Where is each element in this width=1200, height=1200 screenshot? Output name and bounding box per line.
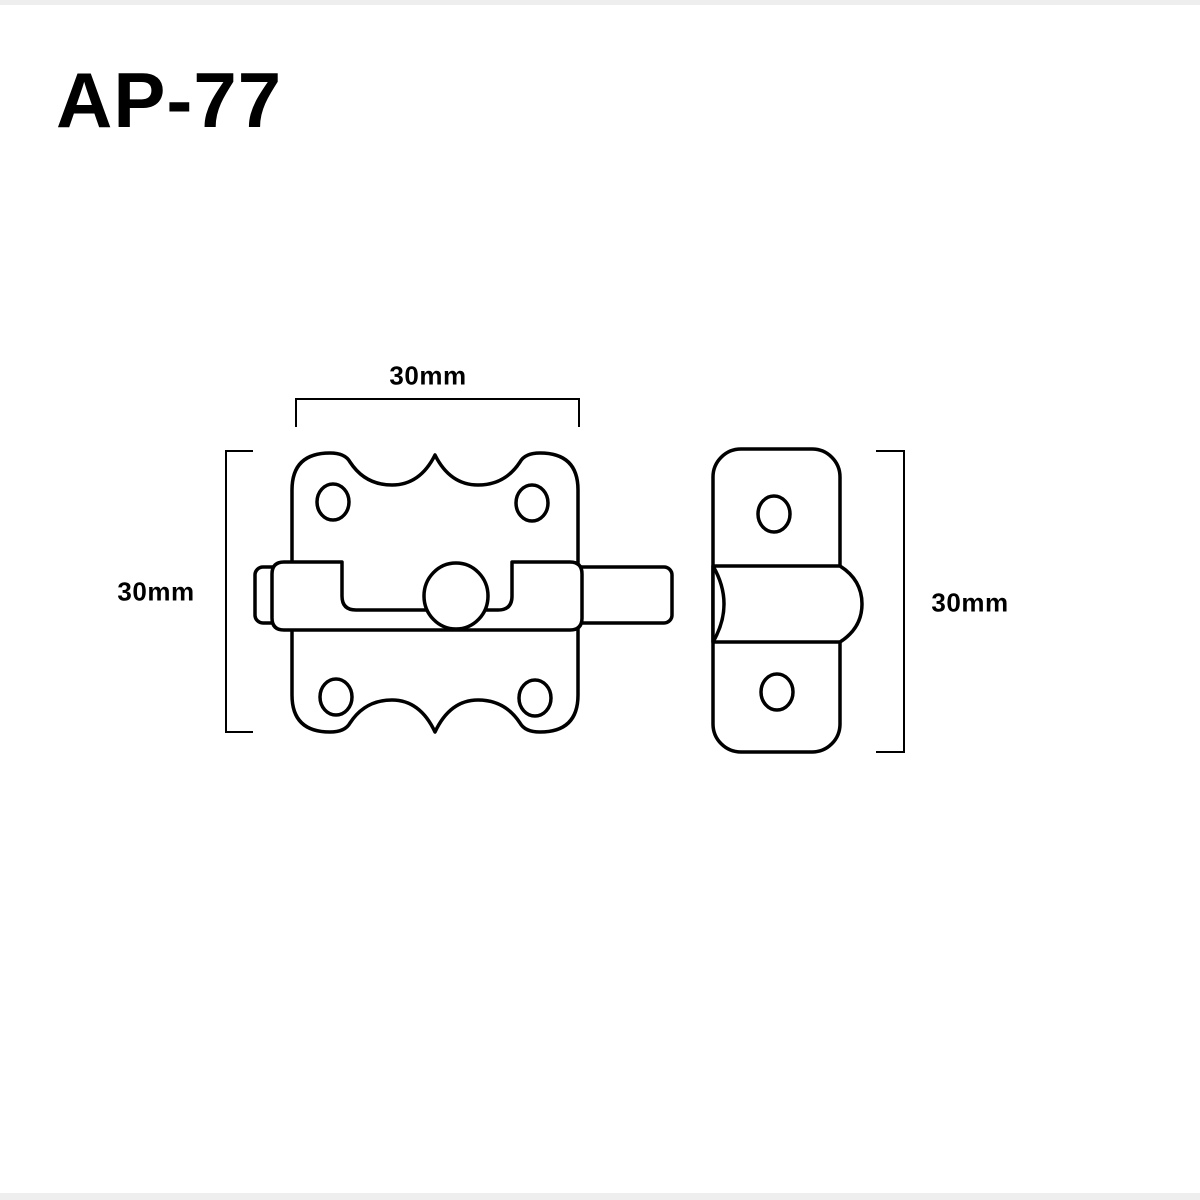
plate-height-dimension-bracket xyxy=(225,450,253,733)
screw-hole xyxy=(517,678,553,718)
top-border-band xyxy=(0,0,1200,5)
product-title: AP-77 xyxy=(56,56,283,144)
keeper-screw-hole xyxy=(759,672,795,712)
keeper-height-dimension-bracket xyxy=(876,450,905,753)
bolt-housing xyxy=(270,560,584,632)
keeper-loop-edge xyxy=(711,565,726,643)
plate-height-label: 30mm xyxy=(117,576,195,607)
keeper-height-label: 30mm xyxy=(931,587,1009,618)
screw-hole xyxy=(318,677,354,717)
keeper-screw-hole xyxy=(756,494,792,534)
bottom-border-band xyxy=(0,1193,1200,1200)
keeper-loop xyxy=(711,564,864,644)
plate-width-label: 30mm xyxy=(389,360,467,391)
screw-hole xyxy=(514,483,550,523)
width-dimension-bracket xyxy=(295,398,580,427)
bolt-knob xyxy=(422,561,490,631)
screw-hole xyxy=(315,482,351,522)
